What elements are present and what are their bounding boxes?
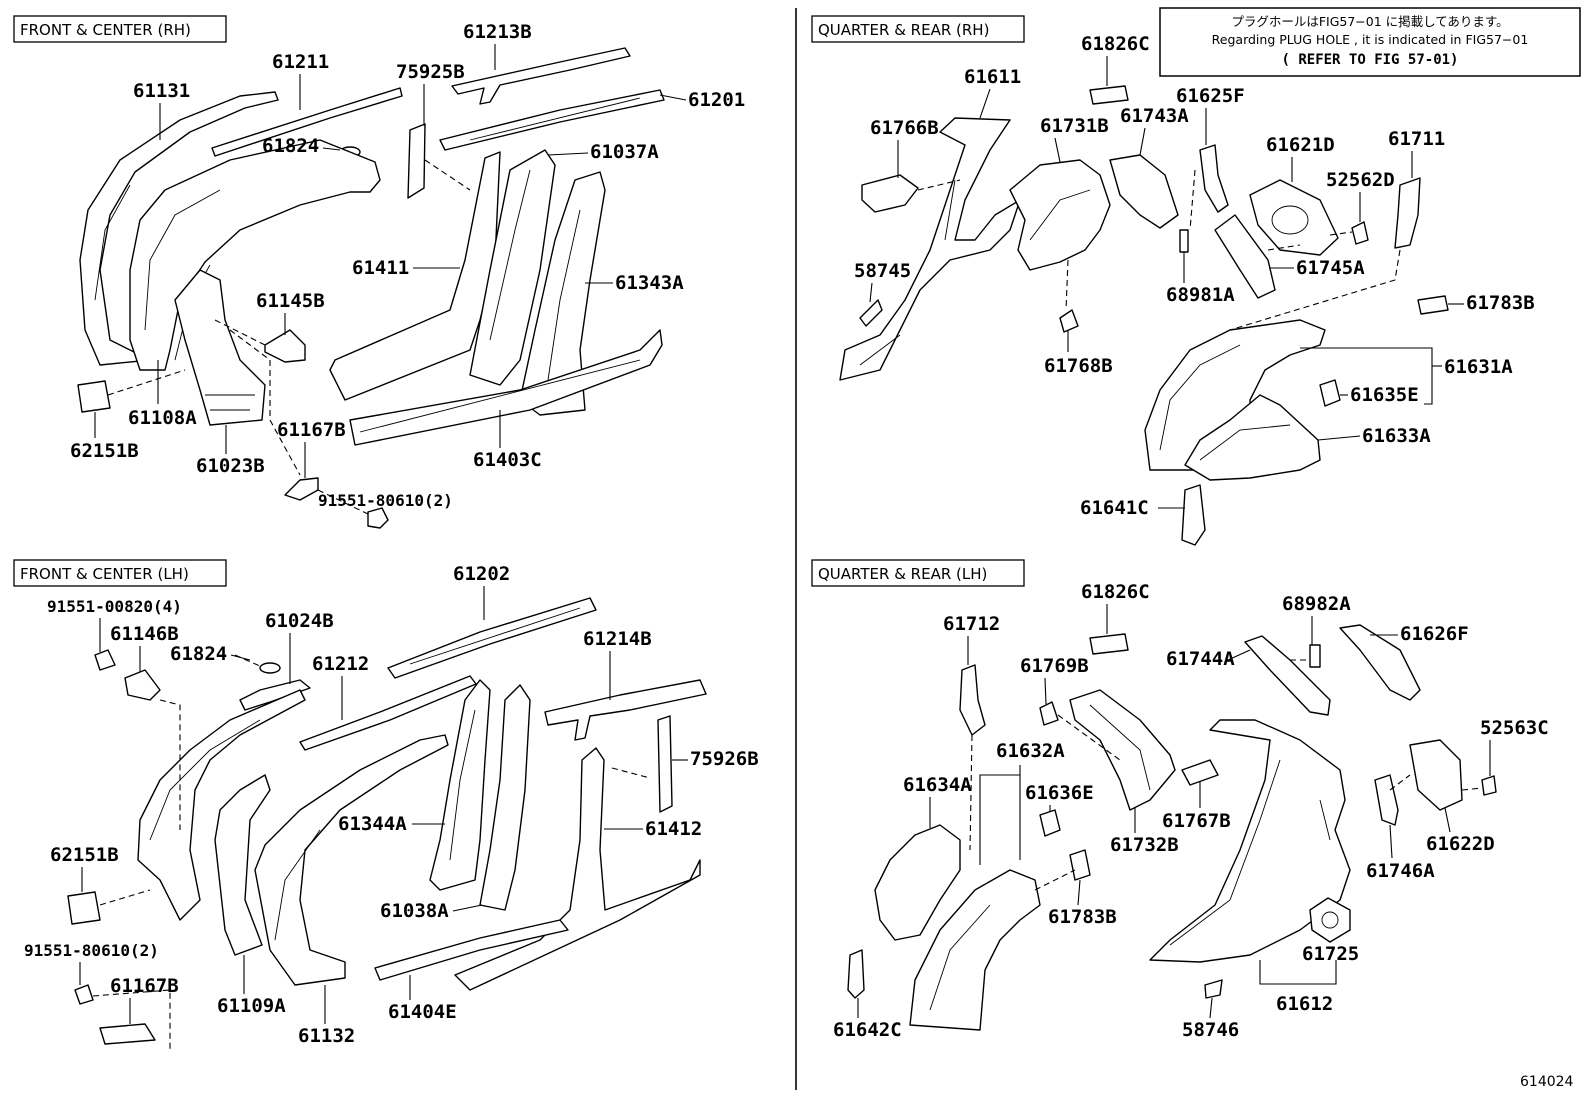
part-label: 61167B: [277, 419, 346, 441]
quarter-lh-labels: 61826C 61712 68982A 61769B 61744A 61626F…: [833, 581, 1549, 1041]
part-label: 61108A: [128, 407, 197, 429]
part-label: 62151B: [50, 844, 119, 866]
figure-code: 614024: [1520, 1074, 1574, 1090]
part-label: 52562D: [1326, 169, 1395, 191]
part-label: 61642C: [833, 1019, 902, 1041]
part-label: 61146B: [110, 623, 179, 645]
part-label: 61746A: [1366, 860, 1435, 882]
part-label: 61343A: [615, 272, 684, 294]
part-label: 61167B: [110, 975, 179, 997]
part-label: 61783B: [1048, 906, 1117, 928]
part-label: 91551-80610(2): [318, 491, 453, 510]
part-label: 61023B: [196, 455, 265, 477]
part-label: 61743A: [1120, 105, 1189, 127]
part-label: 61213B: [463, 21, 532, 43]
part-label: 61202: [453, 563, 510, 585]
part-label: 58745: [854, 260, 911, 282]
part-label: 61634A: [903, 774, 972, 796]
part-label: 61631A: [1444, 356, 1513, 378]
quarter-lh-drawings: [847, 624, 1497, 1031]
part-label: 61731B: [1040, 115, 1109, 137]
part-label: 52563C: [1480, 717, 1549, 739]
plug-hole-note: プラグホールはFIG57−01 に掲載してあります。 Regarding PLU…: [1159, 7, 1581, 77]
part-label: 61038A: [380, 900, 449, 922]
part-label: 61621D: [1266, 134, 1335, 156]
part-label: 61635E: [1350, 384, 1419, 406]
part-label: 61768B: [1044, 355, 1113, 377]
part-label: 61767B: [1162, 810, 1231, 832]
front-rh-drawings: [77, 47, 665, 529]
part-label: 61622D: [1426, 833, 1495, 855]
section-front-rh: FRONT & CENTER (RH): [13, 15, 227, 43]
section-quarter-rh: QUARTER & REAR (RH): [811, 15, 1025, 43]
part-label: 61732B: [1110, 834, 1179, 856]
part-label: 61824: [262, 135, 319, 157]
part-label: 61745A: [1296, 257, 1365, 279]
section-title: QUARTER & REAR (RH): [818, 21, 989, 39]
front-lh-labels: 61202 91551-00820(4) 61146B 61024B 61824…: [24, 563, 759, 1047]
quarter-rh-labels: 61826C 61611 61766B 61731B 61743A 61625F…: [854, 33, 1535, 519]
part-label: 61783B: [1466, 292, 1535, 314]
part-label: 61404E: [388, 1001, 457, 1023]
part-label: 61412: [645, 818, 702, 840]
part-label: 61633A: [1362, 425, 1431, 447]
part-label: 61626F: [1400, 623, 1469, 645]
section-title: FRONT & CENTER (RH): [20, 21, 191, 39]
part-label: 61636E: [1025, 782, 1094, 804]
part-label: 61403C: [473, 449, 542, 471]
section-title: QUARTER & REAR (LH): [818, 565, 987, 583]
part-label: 61725: [1302, 943, 1359, 965]
part-label: 68982A: [1282, 593, 1351, 615]
part-label: 61201: [688, 89, 745, 111]
part-label: 61212: [312, 653, 369, 675]
part-label: 61037A: [590, 141, 659, 163]
part-label: 61641C: [1080, 497, 1149, 519]
part-label: 61712: [943, 613, 1000, 635]
part-label: 61711: [1388, 128, 1445, 150]
part-label: 91551-80610(2): [24, 941, 159, 960]
part-label: 91551-00820(4): [47, 597, 182, 616]
section-quarter-lh: QUARTER & REAR (LH): [811, 559, 1025, 587]
part-label: 61611: [964, 66, 1021, 88]
part-label: 58746: [1182, 1019, 1239, 1041]
part-label: 61826C: [1081, 33, 1150, 55]
note-line-1: プラグホールはFIG57−01 に掲載してあります。: [1231, 14, 1508, 29]
part-label: 75926B: [690, 748, 759, 770]
part-label: 75925B: [396, 61, 465, 83]
part-label: 61632A: [996, 740, 1065, 762]
section-front-lh: FRONT & CENTER (LH): [13, 559, 227, 587]
part-label: 61211: [272, 51, 329, 73]
part-label: 61826C: [1081, 581, 1150, 603]
part-label: 61411: [352, 257, 409, 279]
section-title: FRONT & CENTER (LH): [20, 565, 189, 583]
part-label: 61769B: [1020, 655, 1089, 677]
part-label: 68981A: [1166, 284, 1235, 306]
part-label: 61824: [170, 643, 227, 665]
part-label: 61214B: [583, 628, 652, 650]
part-label: 61131: [133, 80, 190, 102]
note-line-2: Regarding PLUG HOLE , it is indicated in…: [1212, 32, 1529, 47]
part-label: 61744A: [1166, 648, 1235, 670]
part-label: 62151B: [70, 440, 139, 462]
note-line-3: ( REFER TO FIG 57-01): [1281, 52, 1458, 68]
part-label: 61766B: [870, 117, 939, 139]
quarter-rh-drawings: [839, 85, 1449, 546]
part-label: 61109A: [217, 995, 286, 1017]
part-label: 61625F: [1176, 85, 1245, 107]
part-label: 61024B: [265, 610, 334, 632]
part-label: 61145B: [256, 290, 325, 312]
part-label: 61344A: [338, 813, 407, 835]
front-lh-drawings: [67, 597, 707, 1050]
part-label: 61132: [298, 1025, 355, 1047]
front-rh-labels: 61131 61211 61213B 75925B 61201 61824 61…: [70, 21, 745, 510]
part-label: 61612: [1276, 993, 1333, 1015]
